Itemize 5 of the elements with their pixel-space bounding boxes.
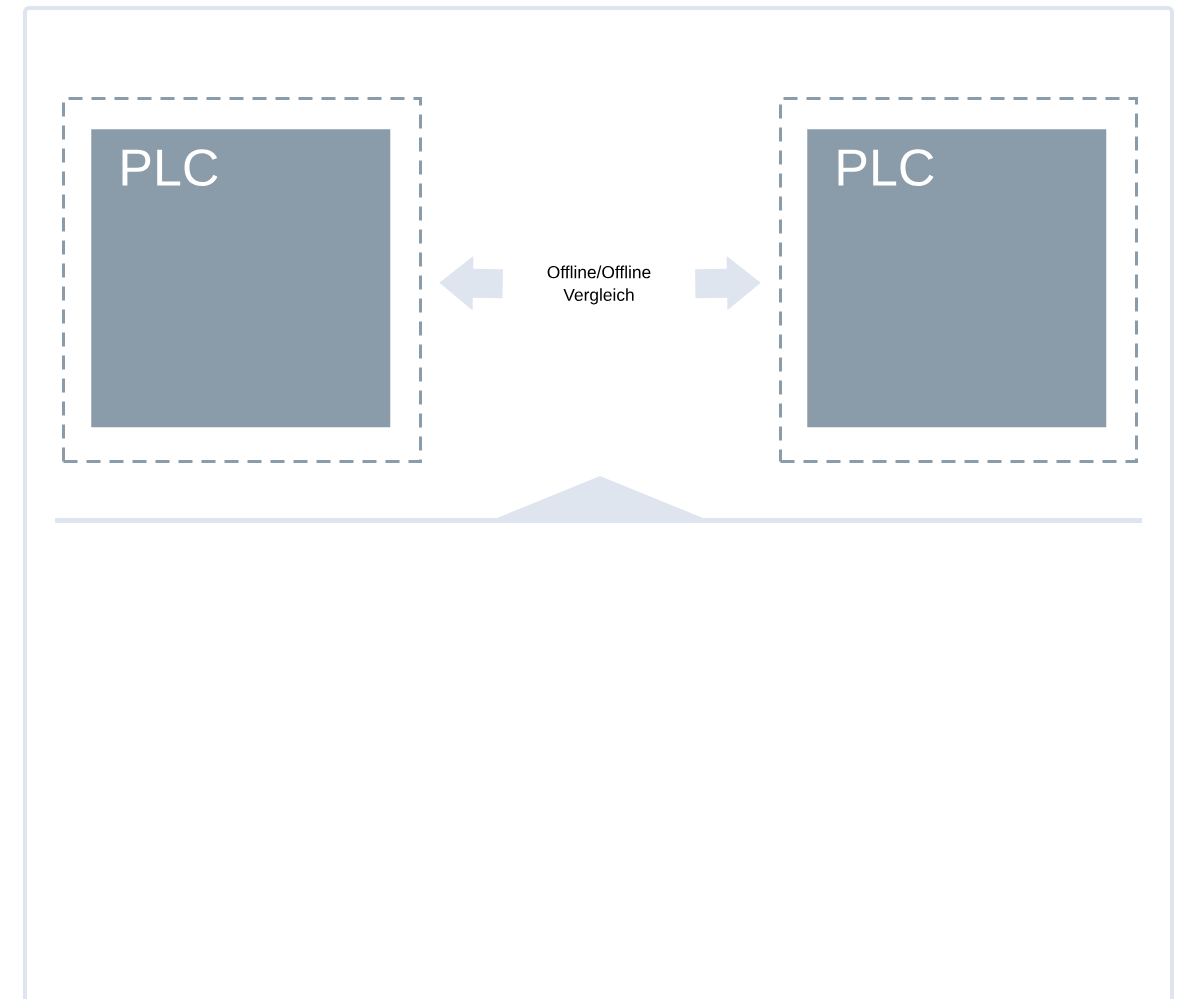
plc-box: PLC xyxy=(807,129,1107,428)
dashed-frame xyxy=(779,97,1138,463)
plc-box: PLC xyxy=(91,129,391,428)
comparison-label: Offline/Offline Vergleich xyxy=(547,265,651,305)
dashed-frame xyxy=(62,97,422,463)
